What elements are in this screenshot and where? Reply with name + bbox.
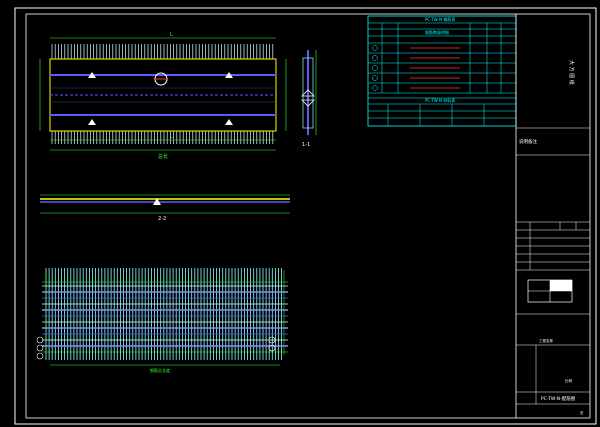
plan-top-dim-label: L [170,32,173,38]
scale-label: 比例 [565,378,573,383]
side-section-label: 1-1 [302,142,310,148]
title-block: 说明备注 工程名称 比例 PC-TW-N-配筋图 页 [515,14,590,418]
plan-total-dim-label: 总长 [158,153,168,160]
bar-section-label: 2-2 [158,216,166,222]
mesh-total-label: 钢筋总长度 [150,367,170,373]
bottom-label: 工程名称 [539,338,553,343]
inner-frame [25,13,591,419]
plan-view: L L 总长 [39,32,287,160]
bar-section: 2-2 [40,194,290,222]
table-title: PC-TW-N 钢筋表 [425,16,455,22]
side-section: 1-1 [301,50,317,148]
outer-frame [14,7,597,425]
plan-bottom-dim-label: L [170,134,173,140]
table-mid-title: PC-TW-N 材料表 [425,97,455,103]
rebar-table: PC-TW-N 钢筋表 钢筋数量明细 PC-TW-N 材料表 [367,15,517,127]
page-label: 页 [580,411,584,415]
rebar-mesh-plan: 钢筋总长度 [36,268,288,373]
drawing-title: PC-TW-N-配筋图 [541,395,576,402]
table-sub-title: 钢筋数量明细 [425,29,449,35]
vertical-note: 大 方 图 纸 [568,60,575,85]
section-note: 说明备注 [519,138,537,145]
